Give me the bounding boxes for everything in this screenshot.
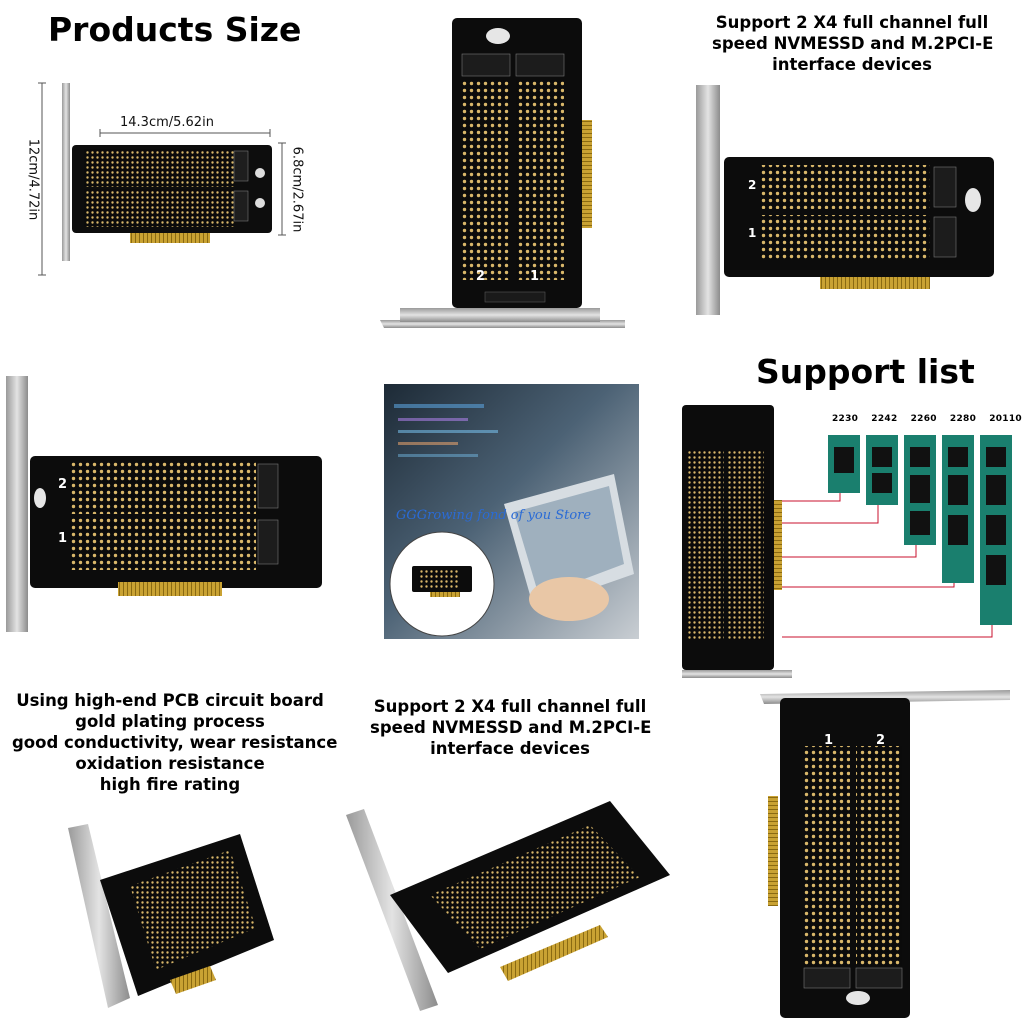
svg-text:2: 2 [748,178,756,192]
products-size-title: Products Size [48,10,302,49]
width-label: 14.3cm/5.62in [120,115,214,130]
size-label: 2280 [949,414,977,424]
svg-text:1: 1 [58,531,67,546]
ssd-2242 [866,435,898,505]
slot-2-label: 2 [476,269,485,284]
size-label: 20110 [989,414,1022,424]
panel8-caption-line: Support 2 X4 full channel full [373,697,647,716]
panel7-caption-line: gold plating process [75,712,265,731]
horizontal-card-image-large: 2 1 [6,376,322,632]
panel7-caption-line: good conductivity, wear resistance [12,733,338,752]
panel3-caption-line: speed NVMESSD and M.2PCI-E [712,34,994,53]
panel7-caption-line: Using high-end PCB circuit board [16,691,324,710]
svg-text:2: 2 [876,733,885,748]
size-label: 2260 [910,414,937,424]
depth-label: 6.8cm/2.67in [289,146,305,233]
panel7-caption: Using high-end PCB circuit board gold pl… [12,690,338,795]
panel3-caption: Support 2 X4 full channel full speed NVM… [712,12,994,75]
panel3-caption-line: interface devices [772,55,932,74]
support-list-title: Support list [756,352,975,391]
product-size-diagram [38,82,286,276]
size-label: 2242 [871,414,898,424]
panel3-caption-line: Support 2 X4 full channel full [715,13,989,32]
panel8-caption: Support 2 X4 full channel full speed NVM… [370,696,652,759]
support-list-diagram [682,405,1012,678]
vertical-card-image: 2 1 [380,18,625,328]
lifestyle-photo [384,384,639,639]
size-label: 2230 [832,414,859,424]
angled-card-image-center [346,801,670,1011]
ssd-size-labels: 2230 2242 2260 2280 20110 [832,414,1022,424]
svg-text:1: 1 [824,733,833,748]
svg-text:1: 1 [748,226,756,240]
panel8-caption-line: interface devices [430,739,590,758]
angled-card-image-left [68,824,274,1008]
store-watermark: GGGrowing fond of you Store [396,508,592,523]
svg-text:2: 2 [58,477,67,492]
slot-1-label: 1 [530,269,539,284]
panel7-caption-line: high fire rating [99,775,241,794]
panel8-caption-line: speed NVMESSD and M.2PCI-E [370,718,652,737]
panel7-caption-line: oxidation resistance [75,754,265,773]
height-label: 12cm/4.72in [25,138,41,221]
horizontal-card-image-top: 2 1 [696,85,994,315]
vertical-card-image-bottom: 1 2 [760,690,1010,1018]
